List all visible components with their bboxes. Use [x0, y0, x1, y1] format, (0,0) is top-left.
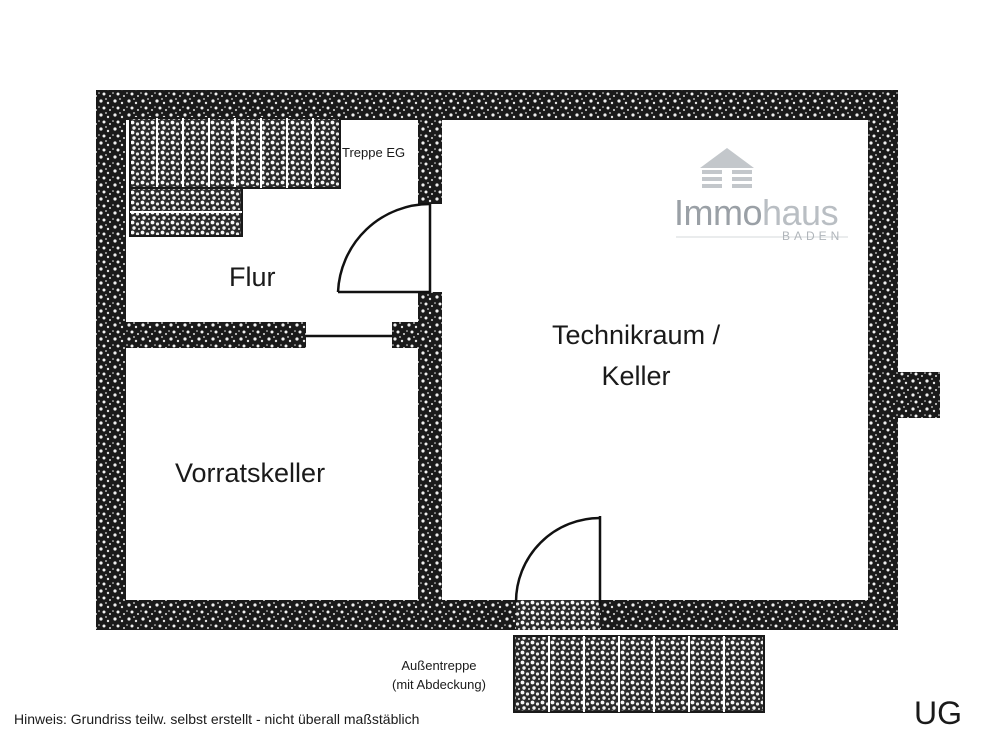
stairs-aussen [513, 635, 765, 713]
stairs-eg-label: Treppe EG [342, 145, 406, 160]
floor-level-label: UG [914, 695, 962, 731]
door-threshold [516, 600, 600, 630]
stairs-aussen-label-line1: Außentreppe [401, 658, 477, 673]
house-logo-icon [700, 148, 754, 188]
wall-flur-vorrat-right [392, 322, 418, 348]
wall-bottom-right [600, 600, 898, 630]
logo-word-main: Immo [674, 192, 763, 233]
wall-top [96, 90, 898, 120]
room-label-technik-line1: Technikraum / [552, 320, 721, 350]
logo-wordmark: Immohaus [674, 192, 839, 234]
wall-flur-vorrat-left [126, 322, 306, 348]
room-label-flur: Flur [229, 262, 276, 292]
wall-protrusion [898, 372, 940, 418]
wall-right [868, 90, 898, 630]
door-flur-technik [336, 202, 432, 294]
wall-left [96, 90, 126, 630]
interior-walls [126, 120, 442, 600]
door-aussen [514, 516, 602, 606]
outer-walls [96, 90, 940, 630]
stairs-eg [129, 117, 341, 237]
room-label-technik: Technikraum / Keller [552, 315, 720, 397]
wall-flur-technik-top [418, 120, 442, 204]
logo-subtitle: BADEN [782, 229, 844, 243]
stairs-aussen-label: Außentreppe (mit Abdeckung) [392, 656, 486, 694]
disclaimer-note: Hinweis: Grundriss teilw. selbst erstell… [14, 711, 420, 727]
room-label-vorrat: Vorratskeller [175, 458, 326, 488]
wall-vorrat-technik [418, 292, 442, 600]
logo-word-light: haus [762, 192, 839, 233]
stairs-aussen-label-line2: (mit Abdeckung) [392, 677, 486, 692]
wall-bottom-left [96, 600, 516, 630]
room-label-technik-line2: Keller [601, 361, 671, 391]
